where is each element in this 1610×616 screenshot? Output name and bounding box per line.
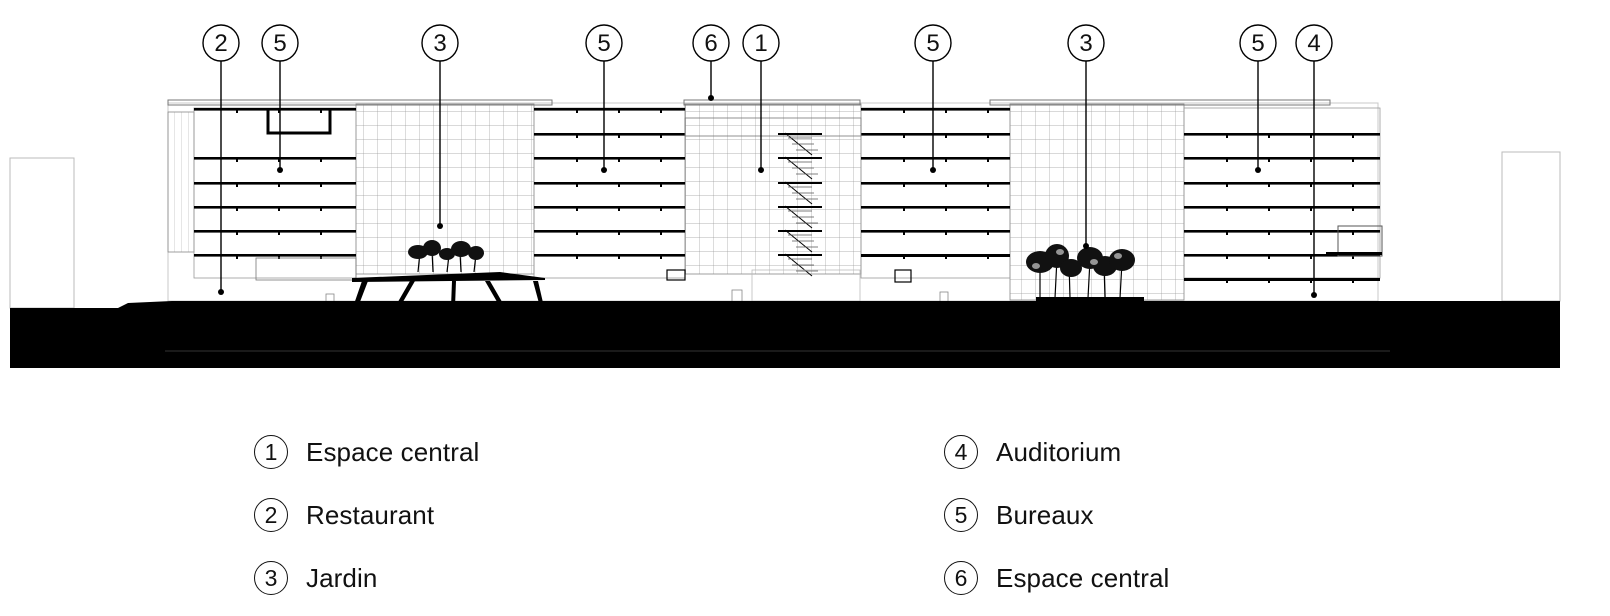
callout-number: 5	[1251, 30, 1264, 57]
legend-number: 6	[944, 561, 978, 595]
callout-dot	[1311, 292, 1317, 298]
callout-number: 5	[597, 30, 610, 57]
callout-8: 3	[1067, 24, 1105, 249]
callout-dot	[758, 167, 764, 173]
callout-10: 4	[1295, 24, 1333, 298]
callout-bubble	[421, 24, 459, 62]
office-block-2	[533, 107, 686, 279]
office-block-3	[860, 107, 1011, 279]
callout-number: 4	[1307, 30, 1320, 57]
callout-number: 3	[433, 30, 446, 57]
legend-item-4: 4 Auditorium	[944, 432, 1121, 472]
roof-parapet	[989, 99, 1331, 106]
callout-4: 5	[585, 24, 623, 173]
callout-7: 5	[914, 24, 952, 173]
callout-bubble	[1295, 24, 1333, 62]
garden-trees-left	[408, 240, 484, 273]
callout-1: 2	[202, 24, 240, 295]
restaurant-lower-floor	[255, 257, 357, 281]
legend-item-6: 6 Espace central	[944, 558, 1169, 598]
legend-label: Restaurant	[306, 499, 435, 530]
legend-number: 5	[944, 498, 978, 532]
legend-item-2: 2 Restaurant	[254, 495, 434, 535]
garden-trees-right	[1026, 244, 1144, 302]
legend-label: Bureaux	[996, 499, 1094, 530]
callout-9: 5	[1239, 24, 1277, 173]
legend-number: 4	[944, 435, 978, 469]
callout-dot	[218, 289, 224, 295]
callout-bubble	[1239, 24, 1277, 62]
callout-dot	[437, 223, 443, 229]
facade-left	[167, 111, 195, 253]
roof-lantern	[266, 108, 332, 135]
callout-5: 6	[692, 24, 730, 101]
callout-bubble	[261, 24, 299, 62]
callout-bubble	[202, 24, 240, 62]
ground-slab	[10, 301, 1560, 368]
legend-number: 2	[254, 498, 288, 532]
callout-number: 2	[214, 30, 227, 57]
legend-label: Espace central	[306, 436, 480, 467]
roof-parapet	[167, 99, 553, 106]
callout-dot	[1083, 243, 1089, 249]
callout-6: 1	[742, 24, 780, 173]
callout-dot	[601, 167, 607, 173]
legend-label: Auditorium	[996, 436, 1122, 467]
callout-2: 5	[261, 24, 299, 173]
callout-bubble	[692, 24, 730, 62]
callout-dot	[1255, 167, 1261, 173]
callout-number: 5	[273, 30, 286, 57]
legend-item-1: 1 Espace central	[254, 432, 479, 472]
legend-item-3: 3 Jardin	[254, 558, 377, 598]
garden-canopy-left	[352, 272, 545, 307]
callout-dot	[708, 95, 714, 101]
callout-bubble	[914, 24, 952, 62]
callout-number: 1	[754, 30, 767, 57]
callout-dot	[277, 167, 283, 173]
legend-number: 3	[254, 561, 288, 595]
callout-number: 5	[926, 30, 939, 57]
neighbor-building-left	[9, 157, 75, 309]
callout-bubble	[585, 24, 623, 62]
neighbor-building-right	[1501, 151, 1561, 302]
callout-number: 3	[1079, 30, 1092, 57]
auditorium-box	[1337, 225, 1383, 257]
auditorium-slab	[1184, 278, 1380, 281]
building-structure	[9, 99, 1561, 309]
legend-label: Espace central	[996, 562, 1170, 593]
legend-label: Jardin	[306, 562, 378, 593]
legend-number: 1	[254, 435, 288, 469]
office-block-4	[1183, 107, 1381, 283]
central-stairs	[684, 117, 862, 277]
atrium-central	[684, 103, 862, 275]
legend-item-5: 5 Bureaux	[944, 495, 1094, 535]
callout-dot	[930, 167, 936, 173]
office-block-1	[193, 107, 357, 279]
callout-3: 3	[421, 24, 459, 229]
callout-bubble	[742, 24, 780, 62]
section-callouts: 2 5 3 5 6 1 5 3 5 4	[202, 24, 1333, 298]
callout-bubble	[1067, 24, 1105, 62]
callout-number: 6	[704, 30, 717, 57]
roof-parapet	[683, 99, 861, 106]
atrium-left	[355, 103, 535, 275]
